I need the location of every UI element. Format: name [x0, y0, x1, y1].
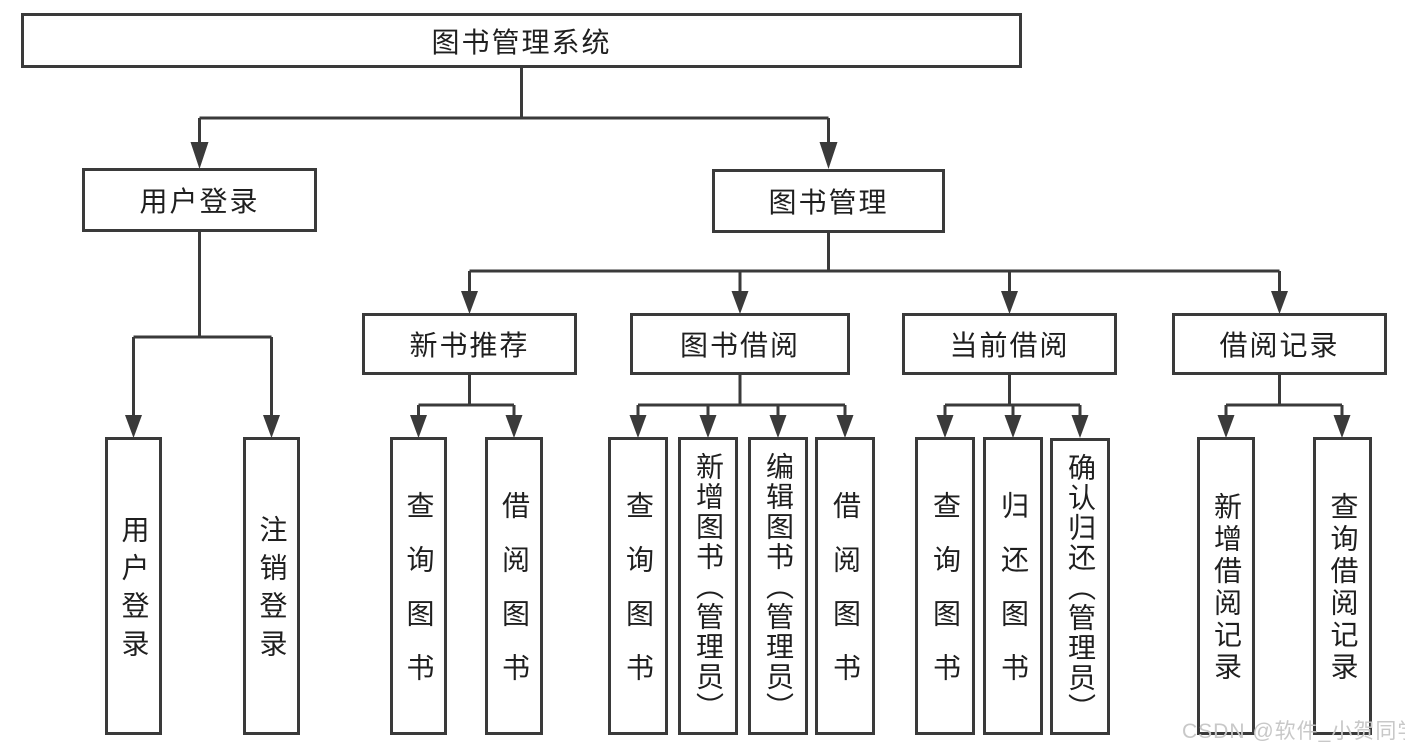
node-root: 图书管理系统: [21, 13, 1022, 68]
leaf-label: 编辑图书（管理员）: [763, 452, 794, 722]
node-user-login: 用户登录: [82, 168, 317, 232]
leaf-edit-books-admin: 编辑图书（管理员）: [748, 437, 808, 735]
node-current-borrow: 当前借阅: [902, 313, 1117, 375]
node-borrow-records-label: 借阅记录: [1219, 330, 1340, 361]
node-user-login-label: 用户登录: [139, 186, 260, 217]
node-book-management: 图书管理: [712, 169, 945, 233]
csdn-watermark: CSDN @软件_小贺同学: [1182, 720, 1405, 743]
leaf-add-borrow-record: 新增借阅记录: [1197, 437, 1255, 735]
leaf-label: 注销登录: [256, 515, 288, 667]
leaf-label: 查询图书: [623, 491, 654, 707]
leaf-borrow-books-recommend: 借阅图书: [485, 437, 543, 735]
leaf-query-borrow-record: 查询借阅记录: [1313, 437, 1372, 735]
leaf-label: 新增借阅记录: [1211, 492, 1242, 684]
node-book-management-label: 图书管理: [768, 187, 889, 218]
node-borrow-records: 借阅记录: [1172, 313, 1387, 375]
node-book-borrow-label: 图书借阅: [679, 330, 800, 361]
leaf-label: 用户登录: [118, 515, 150, 667]
leaf-label: 查询图书: [930, 491, 961, 707]
node-new-book-recommend-label: 新书推荐: [409, 330, 530, 361]
leaf-query-books-borrow: 查询图书: [608, 437, 668, 735]
leaf-confirm-return-admin: 确认归还（管理员）: [1050, 438, 1110, 735]
leaf-borrow-books: 借阅图书: [815, 437, 875, 735]
connector-stems: [132, 68, 1344, 419]
node-root-label: 图书管理系统: [431, 26, 612, 58]
leaf-query-books-current: 查询图书: [915, 437, 975, 735]
leaf-label: 借阅图书: [830, 491, 861, 707]
leaf-label: 确认归还（管理员）: [1065, 452, 1096, 723]
leaf-return-books: 归还图书: [983, 437, 1043, 735]
leaf-label: 新增图书（管理员）: [693, 452, 724, 722]
leaf-query-books-recommend: 查询图书: [390, 437, 447, 735]
node-current-borrow-label: 当前借阅: [949, 330, 1070, 361]
node-book-borrow: 图书借阅: [630, 313, 850, 375]
leaf-label: 归还图书: [998, 491, 1029, 707]
leaf-label: 借阅图书: [499, 491, 530, 707]
leaf-user-login: 用户登录: [105, 437, 162, 735]
leaf-label: 查询借阅记录: [1327, 492, 1359, 684]
leaf-label: 查询图书: [403, 491, 435, 707]
node-new-book-recommend: 新书推荐: [362, 313, 577, 375]
leaf-logout: 注销登录: [243, 437, 300, 735]
leaf-add-books-admin: 新增图书（管理员）: [678, 437, 738, 735]
